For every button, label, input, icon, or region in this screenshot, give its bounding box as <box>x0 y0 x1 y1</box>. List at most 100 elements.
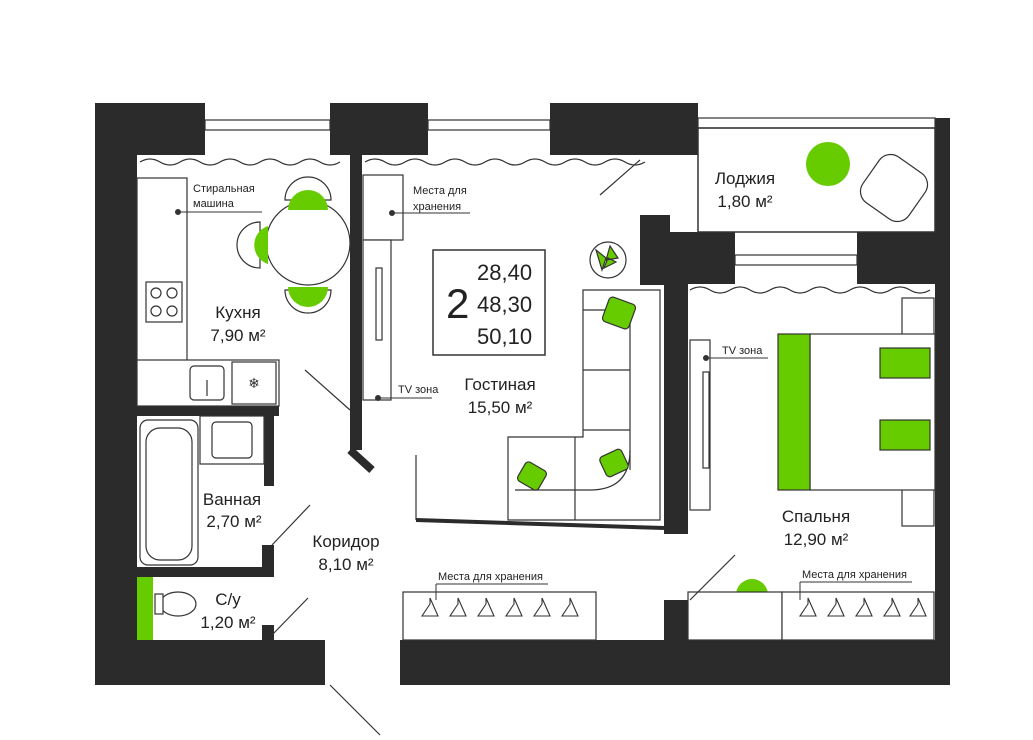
wall-top-right <box>550 103 698 155</box>
chair <box>284 287 332 314</box>
wall-bath-right <box>264 416 274 486</box>
leader-dot <box>175 209 181 215</box>
tv-bedroom-label: TV зона <box>722 345 763 357</box>
wall-top-mid <box>330 103 428 155</box>
wall-kitchen-bottom <box>137 406 279 416</box>
loggia-outline <box>697 127 936 233</box>
washer-label-1: Стиральная <box>193 183 255 195</box>
curtain-kitchen <box>139 158 341 166</box>
bath-sink <box>211 421 253 459</box>
stove <box>145 281 183 323</box>
bathtub-inner <box>145 427 193 561</box>
summary-area-living: 28,40 <box>477 260 532 285</box>
living-area: 15,50 м² <box>468 398 533 417</box>
curtain-living <box>364 158 646 166</box>
bedroom-furniture <box>687 297 936 641</box>
toilet-name: С/у <box>215 590 241 609</box>
windows <box>204 117 936 266</box>
toilet-area: 1,20 м² <box>200 613 255 632</box>
hanger-icon <box>448 597 467 617</box>
storage-label-2: хранения <box>413 201 461 213</box>
window-kitchen <box>204 119 331 131</box>
leader-dot <box>375 395 381 401</box>
pillow <box>516 461 548 491</box>
armchair <box>859 153 929 223</box>
hanger-icon <box>882 597 901 617</box>
wall-kitchen-living <box>350 155 362 450</box>
curtains <box>139 158 931 294</box>
wall-right <box>935 118 950 685</box>
door-loggia <box>599 159 641 196</box>
snowflake-icon: ❄ <box>248 375 260 391</box>
leader-dot <box>703 355 709 361</box>
curtain-bedroom <box>689 286 931 294</box>
chair <box>236 221 268 269</box>
storage-label-1: Места для <box>413 185 467 197</box>
wall-living-bedroom <box>664 284 688 534</box>
leader-dot <box>389 210 395 216</box>
wall-loggia-corner <box>640 215 670 285</box>
wall-bottom-left <box>95 640 325 685</box>
hanger-icon <box>420 597 439 617</box>
storage-bedroom-label: Места для хранения <box>802 569 907 581</box>
door-entrance <box>329 684 381 736</box>
living-name: Гостиная <box>464 375 535 394</box>
bedroom-area: 12,90 м² <box>784 530 849 549</box>
hangers <box>420 597 927 617</box>
wall-bottom-right <box>400 640 950 685</box>
hanger-icon <box>532 597 551 617</box>
bedroom-name: Спальня <box>782 507 850 526</box>
kitchen-area: 7,90 м² <box>210 326 265 345</box>
pillow <box>599 448 629 478</box>
wall-bath-toilet <box>137 567 274 577</box>
pillow <box>601 296 637 330</box>
toilet-accent <box>137 577 153 640</box>
bedroom-dresser <box>687 591 783 641</box>
corridor-area: 8,10 м² <box>318 555 373 574</box>
labels: Стиральная машина Места для хранения TV … <box>193 169 907 632</box>
loggia-furniture <box>806 142 929 223</box>
wall-loggia-right <box>857 232 950 284</box>
bed-pillow <box>879 347 931 379</box>
summary-rooms: 2 <box>446 280 469 327</box>
door-bedroom <box>689 554 736 601</box>
washer-label-2: машина <box>193 198 235 210</box>
bathroom-area: 2,70 м² <box>206 512 261 531</box>
hanger-icon <box>504 597 523 617</box>
wall-left <box>95 103 137 685</box>
kitchen-furniture: ❄ <box>136 176 351 407</box>
fridge <box>231 361 277 405</box>
loggia-table <box>806 142 850 186</box>
loggia-name: Лоджия <box>715 169 775 188</box>
hanger-icon <box>826 597 845 617</box>
door-toilet <box>271 597 309 636</box>
leaders <box>175 209 912 600</box>
storage-corridor-label: Места для хранения <box>438 571 543 583</box>
wall-angle <box>347 447 375 473</box>
chair <box>284 176 332 210</box>
window-loggia <box>697 117 936 129</box>
bed-pillow <box>879 419 931 451</box>
hanger-icon <box>854 597 873 617</box>
dining-table <box>265 200 351 286</box>
doors <box>271 159 736 736</box>
window-living <box>427 119 551 131</box>
tv-living-label: TV зона <box>398 384 439 396</box>
wall-living-corridor <box>415 518 665 530</box>
door-bathroom <box>271 504 311 546</box>
bathroom-name: Ванная <box>203 490 261 509</box>
storage-living <box>362 174 404 241</box>
burner <box>166 287 178 299</box>
sofa-line <box>515 449 631 491</box>
plant-leaves <box>594 244 620 272</box>
tv-bedroom <box>702 371 710 469</box>
summary-area-loggia: 50,10 <box>477 324 532 349</box>
living-furniture <box>362 174 661 521</box>
hanger-icon <box>476 597 495 617</box>
burner <box>150 287 162 299</box>
walls <box>95 103 950 685</box>
summary-box <box>432 249 546 356</box>
hanger-icon <box>798 597 817 617</box>
burner <box>166 305 178 317</box>
window-bedroom <box>734 254 858 266</box>
